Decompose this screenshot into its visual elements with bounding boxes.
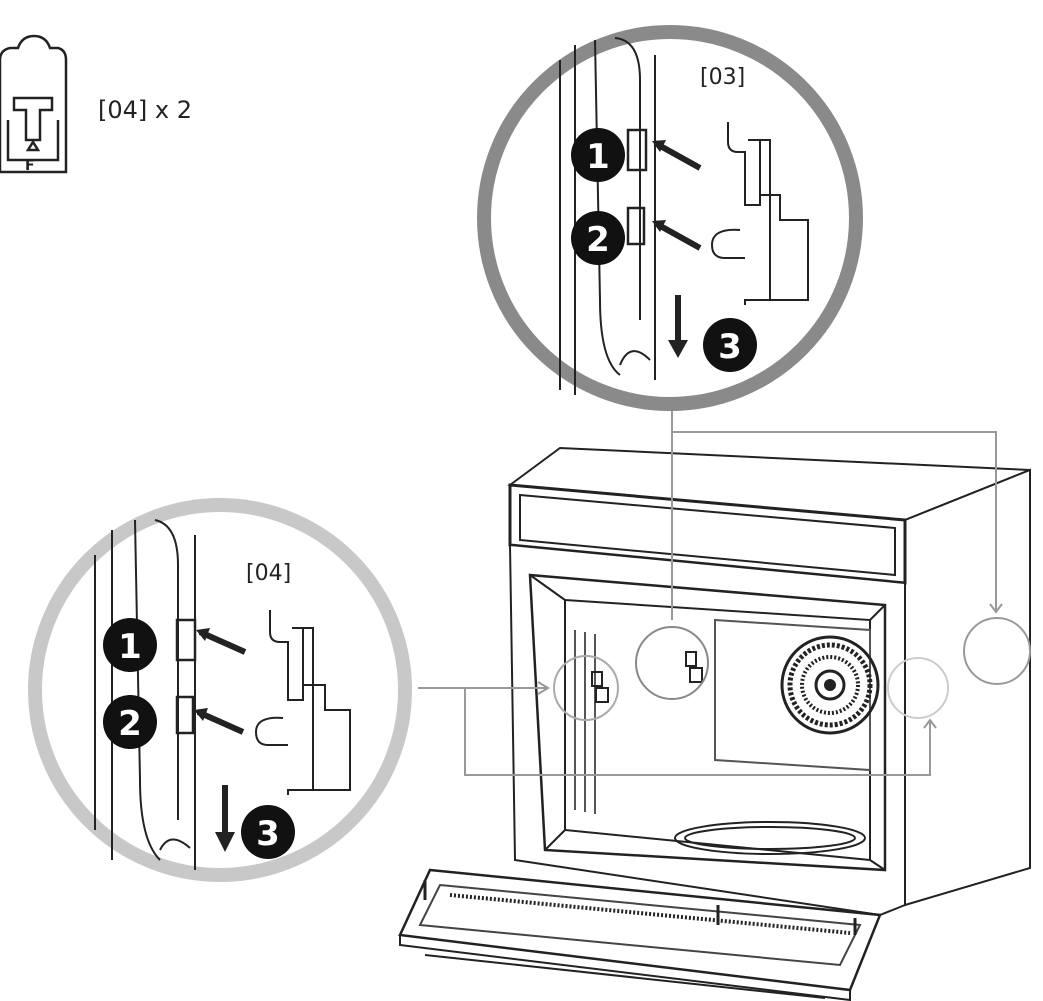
- clip-marker-left: [591, 671, 609, 703]
- callout-top: 1 2 3 [03]: [477, 25, 863, 411]
- insert-arrow-2-left: [196, 709, 245, 735]
- step1-number-top: 1: [586, 137, 610, 177]
- convection-fan: [780, 635, 880, 735]
- legend: F [04] x 2: [0, 34, 192, 174]
- insert-arrow-2-top: [653, 220, 702, 251]
- step2-badge-left: [103, 695, 157, 749]
- target-marker-side: [963, 617, 1031, 685]
- oven-side: [904, 468, 1031, 907]
- legend-part-label: [04] x 2: [98, 96, 192, 124]
- bracket-icon-letter: F: [25, 158, 35, 174]
- step3-badge-top: [703, 318, 757, 372]
- step1-badge-top: [571, 128, 625, 182]
- step2-number-top: 2: [586, 220, 610, 260]
- target-marker-left: [553, 655, 619, 721]
- step2-badge-top: [571, 211, 625, 265]
- callout-top-part-label: [03]: [700, 65, 745, 90]
- callout-top-ring: [477, 25, 863, 411]
- callout-left-ring: [28, 498, 412, 882]
- step3-number-top: 3: [718, 327, 742, 367]
- step2-number-left: 2: [118, 704, 142, 744]
- insert-arrow-1-top: [653, 140, 702, 171]
- leader-lines: [418, 410, 1031, 776]
- clip-marker-center: [685, 651, 703, 683]
- step1-number-left: 1: [118, 627, 142, 667]
- step3-number-left: 3: [256, 814, 280, 854]
- callout-left-part-label: [04]: [246, 561, 291, 586]
- step3-badge-left: [241, 805, 295, 859]
- oven: [398, 446, 1031, 1001]
- target-marker-center: [635, 626, 709, 700]
- target-marker-right: [887, 657, 949, 719]
- bracket-part-icon: [0, 34, 68, 174]
- callout-left: 1 2 3 [04]: [28, 498, 412, 882]
- step1-badge-left: [103, 618, 157, 672]
- insert-arrow-1-left: [198, 629, 247, 655]
